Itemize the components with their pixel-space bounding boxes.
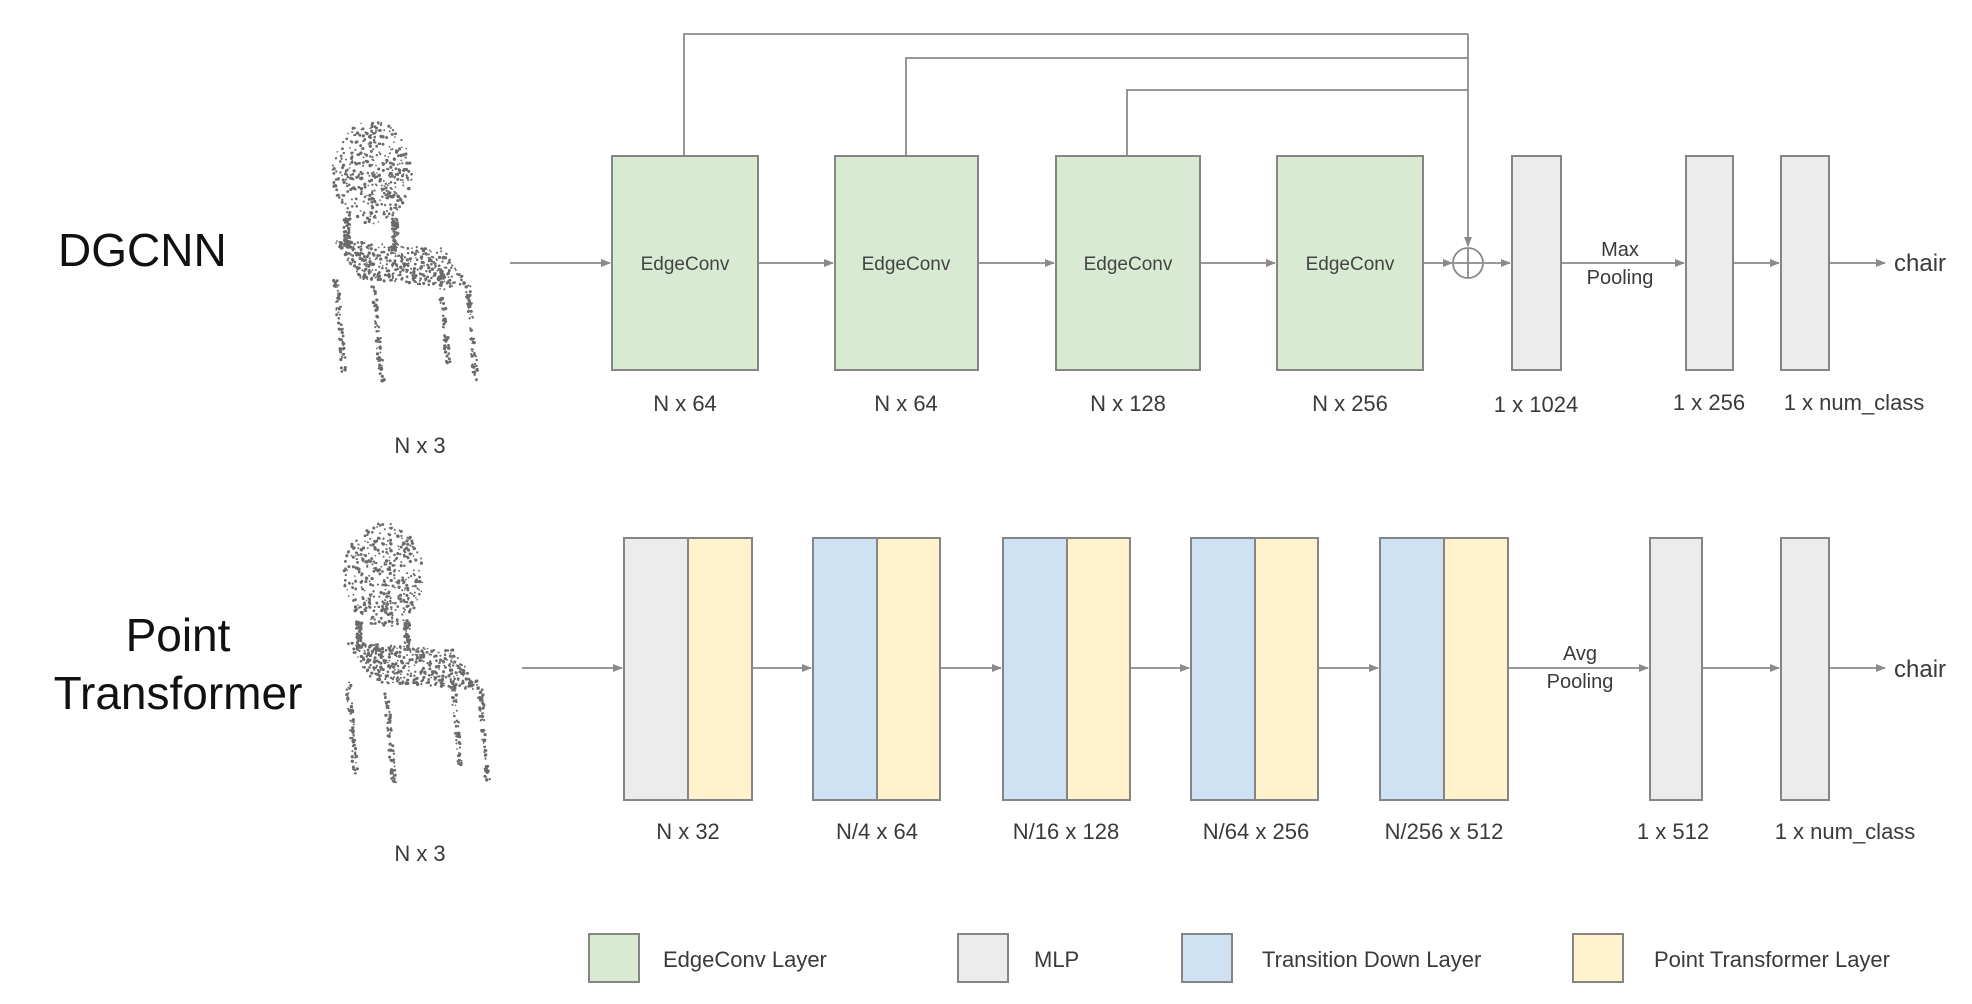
edgeconv-block bbox=[1055, 155, 1201, 371]
mlp-block bbox=[1685, 155, 1734, 371]
transition-down-block bbox=[1190, 537, 1256, 801]
point-transformer-block bbox=[687, 537, 753, 801]
pt-block-dim: N/64 x 256 bbox=[1203, 819, 1309, 844]
avg-pooling-label-line1: Avg bbox=[1563, 643, 1597, 665]
pt-block-dim: N/16 x 128 bbox=[1013, 819, 1119, 844]
max-pooling-label-line1: Max bbox=[1601, 239, 1639, 261]
mlp-block bbox=[1780, 537, 1830, 801]
fc1-dim: 1 x 256 bbox=[1673, 390, 1745, 415]
legend-swatch-edgeconv bbox=[588, 933, 640, 983]
mlp-block bbox=[1511, 155, 1562, 371]
pt-title-line1: Point bbox=[126, 609, 231, 661]
point-transformer-block bbox=[1254, 537, 1319, 801]
edgeconv-block bbox=[611, 155, 759, 371]
transition-down-block bbox=[1002, 537, 1068, 801]
dgcnn-output-label: chair bbox=[1894, 250, 1946, 277]
mlp-block bbox=[1780, 155, 1830, 371]
pt-output-label: chair bbox=[1894, 656, 1946, 683]
edgeconv-dim: N x 256 bbox=[1312, 391, 1388, 416]
legend-swatch-point-transformer bbox=[1572, 933, 1624, 983]
legend-label-point-transformer: Point Transformer Layer bbox=[1654, 947, 1890, 972]
legend-label-mlp: MLP bbox=[1034, 947, 1079, 972]
edgeconv-dim: N x 64 bbox=[653, 391, 717, 416]
chair-point-cloud-image bbox=[342, 522, 491, 784]
pt-input-dim: N x 3 bbox=[394, 841, 445, 866]
dgcnn-skip-connections bbox=[683, 33, 1472, 247]
point-transformer-block bbox=[1443, 537, 1509, 801]
edgeconv-label: EdgeConv bbox=[1306, 254, 1395, 275]
mlp-block bbox=[623, 537, 689, 801]
mlp-block bbox=[1649, 537, 1703, 801]
transition-down-block bbox=[1379, 537, 1445, 801]
legend-label-edgeconv: EdgeConv Layer bbox=[663, 947, 827, 972]
pt-fc1-dim: 1 x 512 bbox=[1637, 819, 1709, 844]
legend-label-transition-down: Transition Down Layer bbox=[1262, 947, 1481, 972]
pt-title-line2: Transformer bbox=[54, 667, 303, 719]
edgeconv-label: EdgeConv bbox=[1084, 254, 1173, 275]
concat-icon bbox=[1452, 247, 1484, 279]
edgeconv-dim: N x 64 bbox=[874, 391, 938, 416]
legend: EdgeConv Layer MLP Transition Down Layer… bbox=[588, 933, 1890, 983]
edgeconv-label: EdgeConv bbox=[862, 254, 951, 275]
edgeconv-label: EdgeConv bbox=[641, 254, 730, 275]
pt-block-dim: N x 32 bbox=[656, 819, 720, 844]
pt-block-dim: N/4 x 64 bbox=[836, 819, 918, 844]
point-transformer-block bbox=[1066, 537, 1131, 801]
chair-point-cloud-image bbox=[331, 121, 479, 383]
legend-swatch-mlp bbox=[957, 933, 1009, 983]
fc2-dim: 1 x num_class bbox=[1784, 390, 1925, 415]
edgeconv-dim: N x 128 bbox=[1090, 391, 1166, 416]
pt-fc2-dim: 1 x num_class bbox=[1775, 819, 1916, 844]
avg-pooling-label-line2: Pooling bbox=[1547, 671, 1614, 693]
edgeconv-block bbox=[1276, 155, 1424, 371]
edgeconv-block bbox=[834, 155, 979, 371]
max-pooling-label-line2: Pooling bbox=[1587, 267, 1654, 289]
transition-down-block bbox=[812, 537, 878, 801]
concat-dim: 1 x 1024 bbox=[1494, 392, 1578, 417]
dgcnn-input-dim: N x 3 bbox=[394, 433, 445, 458]
dgcnn-title: DGCNN bbox=[58, 224, 227, 276]
legend-swatch-transition-down bbox=[1181, 933, 1233, 983]
point-transformer-block bbox=[876, 537, 941, 801]
pt-block-dim: N/256 x 512 bbox=[1385, 819, 1504, 844]
